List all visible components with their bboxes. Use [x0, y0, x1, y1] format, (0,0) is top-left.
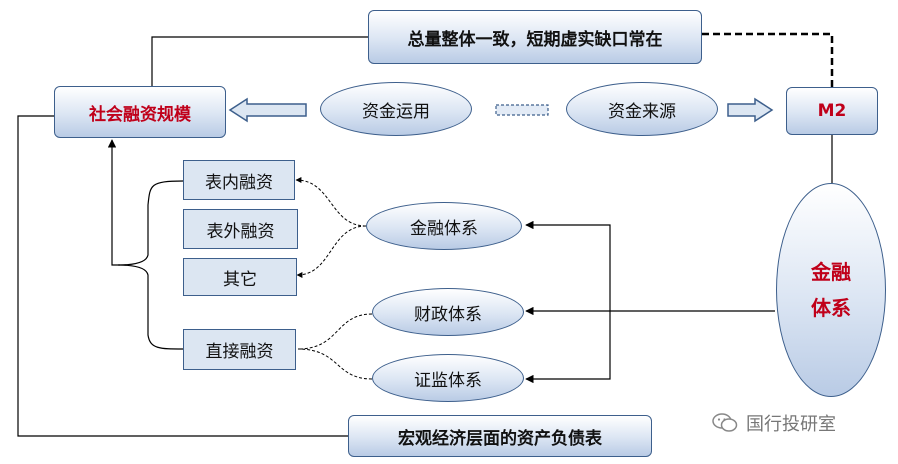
use-of-funds-label: 资金运用 [362, 101, 430, 122]
watermark-label: 国行投研室 [746, 414, 836, 435]
big-financial-system-line1: 金融 [811, 260, 851, 284]
fiscal-system-label: 财政体系 [414, 304, 482, 325]
on-balance-label: 表内融资 [205, 172, 273, 193]
macro-balance-sheet-label: 宏观经济层面的资产负债表 [398, 428, 602, 449]
watermark: 国行投研室 [712, 410, 836, 436]
fin-to-onbalance [295, 177, 367, 227]
wechat-icon [712, 413, 738, 432]
to-securities-link [525, 311, 611, 384]
on-balance-box: 表内融资 [183, 160, 295, 200]
funds-dashed-link [495, 104, 549, 116]
top-right-dashed-link [702, 32, 834, 87]
balance-sheet-loop [17, 115, 348, 437]
big-financial-system-line2: 体系 [811, 296, 851, 320]
social-financing-label: 社会融资规模 [89, 104, 191, 125]
big-financial-system-node: 金融 体系 [776, 183, 886, 397]
other-box: 其它 [183, 258, 297, 296]
fiscal-to-direct [297, 313, 373, 350]
securities-to-direct [297, 348, 373, 380]
direct-financing-box: 直接融资 [183, 329, 296, 370]
financial-system-label: 金融体系 [410, 218, 478, 239]
top-left-link [151, 36, 368, 86]
financing-bracket [117, 180, 184, 350]
fiscal-system-node: 财政体系 [372, 288, 524, 336]
securities-system-node: 证监体系 [372, 354, 524, 402]
top-summary-box: 总量整体一致，短期虚实缺口常在 [368, 10, 702, 64]
social-financing-box: 社会融资规模 [54, 86, 226, 138]
use-of-funds-node: 资金运用 [320, 82, 472, 136]
m2-label: M2 [817, 101, 847, 121]
securities-system-label: 证监体系 [414, 370, 482, 391]
fin-to-other [296, 225, 367, 278]
m2-box: M2 [786, 87, 878, 135]
off-balance-box: 表外融资 [183, 209, 298, 249]
source-of-funds-node: 资金来源 [566, 82, 718, 136]
direct-financing-label: 直接融资 [205, 342, 274, 362]
other-label: 其它 [223, 269, 257, 290]
off-balance-label: 表外融资 [206, 221, 275, 242]
macro-balance-sheet-box: 宏观经济层面的资产负债表 [348, 415, 652, 457]
top-summary-label: 总量整体一致，短期虚实缺口常在 [407, 29, 663, 50]
source-of-funds-label: 资金来源 [608, 101, 676, 122]
to-financial-link [525, 220, 611, 311]
source-funds-arrow [727, 97, 774, 123]
bracket-up-arrow [107, 139, 120, 266]
use-funds-arrow [228, 97, 307, 123]
financial-system-node: 金融体系 [366, 202, 522, 250]
